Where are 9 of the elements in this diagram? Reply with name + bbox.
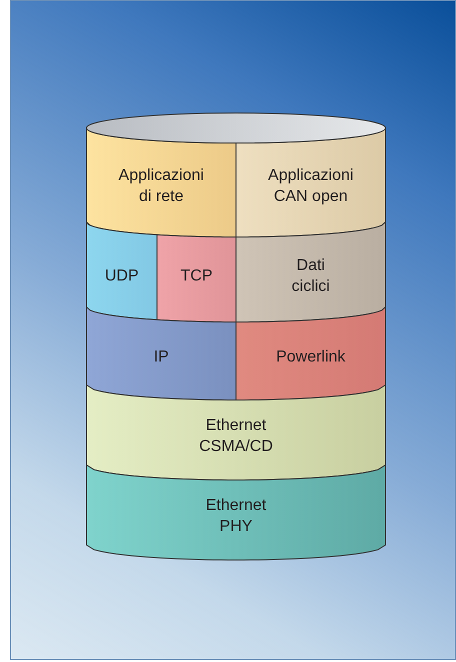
layer-label: Applicazioni di rete — [118, 166, 205, 208]
layer-label: Applicazioni CAN open — [267, 166, 354, 208]
layer-label: Ethernet CSMA/CD — [198, 416, 274, 458]
layer-label: Powerlink — [276, 348, 346, 368]
layer-label: Ethernet PHY — [204, 496, 268, 538]
layer-label: UDP — [104, 266, 139, 286]
layer-label: TCP — [180, 266, 212, 286]
layer-label: Dati ciclici — [290, 256, 331, 297]
layer-label: IP — [154, 348, 169, 368]
